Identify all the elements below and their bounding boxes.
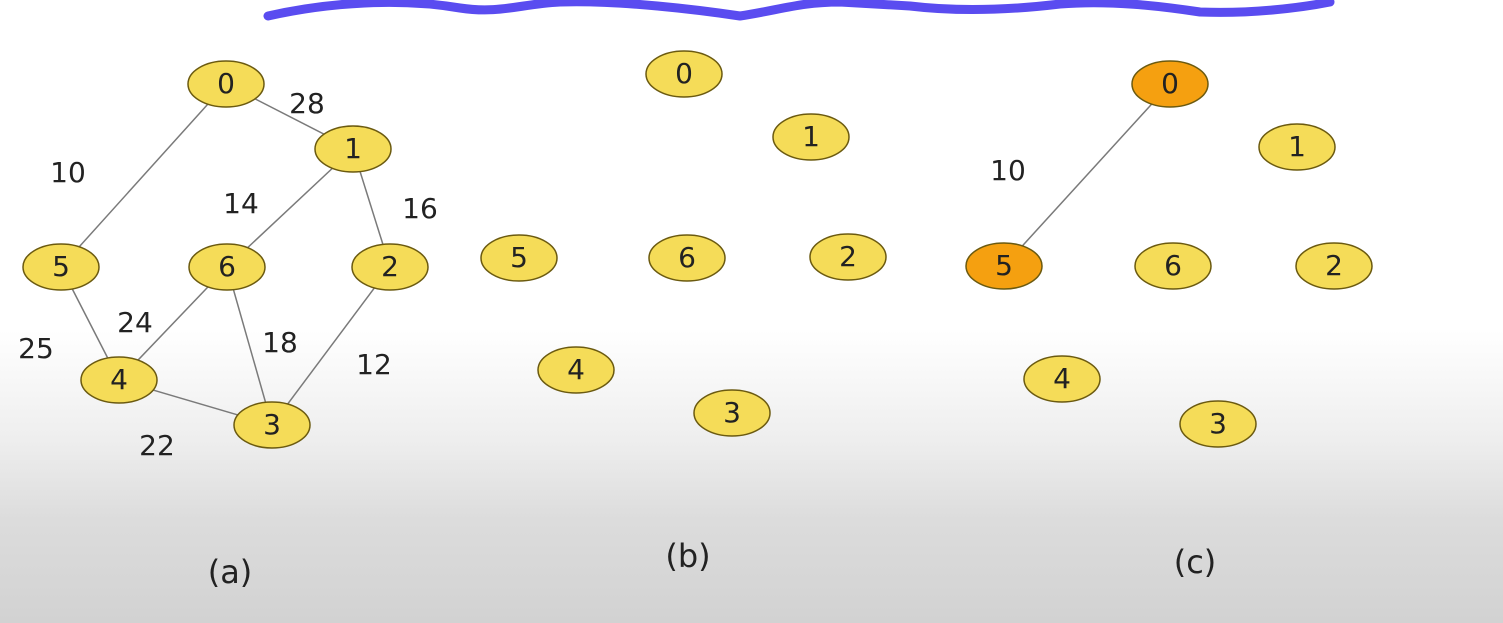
node-label: 2 [381,250,399,283]
node-label: 5 [995,249,1013,282]
edge-6-3 [226,266,273,426]
node-ellipse [809,233,887,281]
node-label: 4 [567,353,585,386]
node-6-panel-b: 6 [648,234,726,282]
node-5-panel-a: 5 [22,243,100,291]
edge-weight-0-1: 28 [289,87,325,120]
node-4-panel-c: 4 [1023,355,1101,403]
node-label: 6 [1164,249,1182,282]
panel-caption-a: (a) [208,553,253,591]
node-ellipse [1023,355,1101,403]
node-ellipse [645,50,723,98]
node-3-panel-b: 3 [693,389,771,437]
node-ellipse [351,243,429,291]
node-1-panel-a: 1 [314,125,392,173]
node-label: 2 [839,240,857,273]
node-ellipse [480,234,558,282]
node-label: 4 [110,363,128,396]
node-label: 6 [678,241,696,274]
node-ellipse [1131,60,1209,108]
node-0-panel-c: 0 [1131,60,1209,108]
node-label: 3 [723,396,741,429]
edge-weight-2-3: 12 [356,348,392,381]
edge-weight-0-5: 10 [990,154,1026,187]
node-4-panel-a: 4 [80,356,158,404]
node-label: 3 [1209,407,1227,440]
edge-0-5 [60,83,227,268]
edge-0-5 [1003,83,1171,267]
node-4-panel-b: 4 [537,346,615,394]
node-3-panel-a: 3 [233,401,311,449]
node-ellipse [233,401,311,449]
node-label: 1 [802,120,820,153]
node-ellipse [80,356,158,404]
node-ellipse [965,242,1043,290]
node-2-panel-b: 2 [809,233,887,281]
node-6-panel-a: 6 [188,243,266,291]
node-6-panel-c: 6 [1134,242,1212,290]
node-5-panel-b: 5 [480,234,558,282]
scribble-annotation [263,0,1335,21]
edge-weight-1-6: 14 [223,187,259,220]
panel-caption-c: (c) [1174,543,1217,581]
node-ellipse [648,234,726,282]
node-label: 1 [344,132,362,165]
node-3-panel-c: 3 [1179,400,1257,448]
edge-weight-1-2: 16 [402,192,438,225]
edge-weight-5-4: 25 [18,332,54,365]
node-ellipse [1134,242,1212,290]
panel-caption-b: (b) [665,537,710,575]
node-label: 0 [1161,67,1179,100]
node-label: 5 [510,241,528,274]
edge-weight-0-5: 10 [50,156,86,189]
node-label: 2 [1325,249,1343,282]
node-2-panel-c: 2 [1295,242,1373,290]
edge-2-3 [271,266,391,426]
node-0-panel-b: 0 [645,50,723,98]
node-label: 3 [263,408,281,441]
edge-weight-4-3: 22 [139,429,175,462]
node-ellipse [1179,400,1257,448]
node-ellipse [188,243,266,291]
node-label: 6 [218,250,236,283]
node-0-panel-a: 0 [187,60,265,108]
node-ellipse [187,60,265,108]
node-1-panel-c: 1 [1258,123,1336,171]
node-label: 0 [217,67,235,100]
node-label: 5 [52,250,70,283]
node-ellipse [314,125,392,173]
node-label: 0 [675,57,693,90]
node-ellipse [772,113,850,161]
node-5-panel-c: 5 [965,242,1043,290]
edge-weight-6-4: 24 [117,306,153,339]
node-1-panel-b: 1 [772,113,850,161]
node-label: 4 [1053,362,1071,395]
node-ellipse [693,389,771,437]
node-ellipse [1295,242,1373,290]
node-2-panel-a: 2 [351,243,429,291]
node-ellipse [537,346,615,394]
edge-weight-6-3: 18 [262,326,298,359]
node-ellipse [1258,123,1336,171]
node-label: 1 [1288,130,1306,163]
node-ellipse [22,243,100,291]
